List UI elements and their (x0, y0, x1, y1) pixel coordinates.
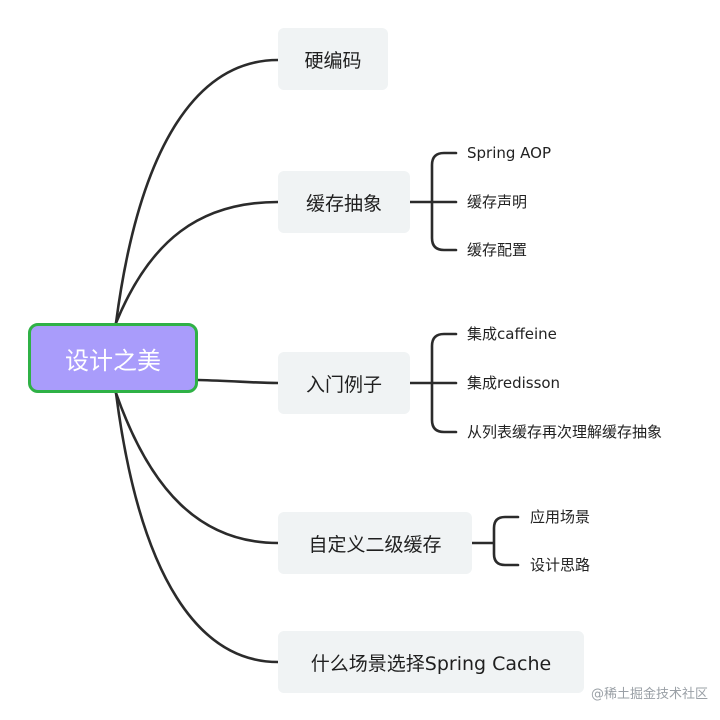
link-root-branch-2 (196, 378, 280, 385)
leaf-topic-spring-aop[interactable]: Spring AOP (467, 144, 552, 162)
watermark: @稀土掘金技术社区 (590, 687, 708, 702)
leaf-topic-use-cases[interactable]: 应用场景 (530, 508, 591, 526)
branch-topic-cache-abstraction[interactable]: 缓存抽象 (278, 171, 410, 233)
leaf-topic-design-ideas[interactable]: 设计思路 (530, 556, 591, 574)
link-root-branch-3 (114, 391, 280, 545)
link-root-branch-1 (114, 200, 280, 325)
bracket-branch-3 (470, 515, 520, 567)
link-root-branch-4 (114, 391, 280, 664)
bracket-branch-2 (408, 332, 458, 434)
leaf-topic-caffeine[interactable]: 集成caffeine (467, 325, 557, 343)
bracket-branch-1 (408, 151, 458, 252)
branch-topic-hardcode[interactable]: 硬编码 (278, 28, 388, 90)
branch-topic-intro-examples[interactable]: 入门例子 (278, 352, 410, 414)
leaf-topic-list-cache[interactable]: 从列表缓存再次理解缓存抽象 (467, 423, 663, 441)
leaf-topic-redisson[interactable]: 集成redisson (467, 374, 561, 392)
leaf-topic-cache-declaration[interactable]: 缓存声明 (467, 193, 528, 211)
link-root-branch-0 (114, 58, 280, 325)
branch-topic-when-spring-cache[interactable]: 什么场景选择Spring Cache (278, 631, 584, 693)
root-topic[interactable]: 设计之美 (28, 323, 198, 393)
leaf-topic-cache-config[interactable]: 缓存配置 (467, 241, 528, 259)
branch-topic-custom-l2-cache[interactable]: 自定义二级缓存 (278, 512, 472, 574)
